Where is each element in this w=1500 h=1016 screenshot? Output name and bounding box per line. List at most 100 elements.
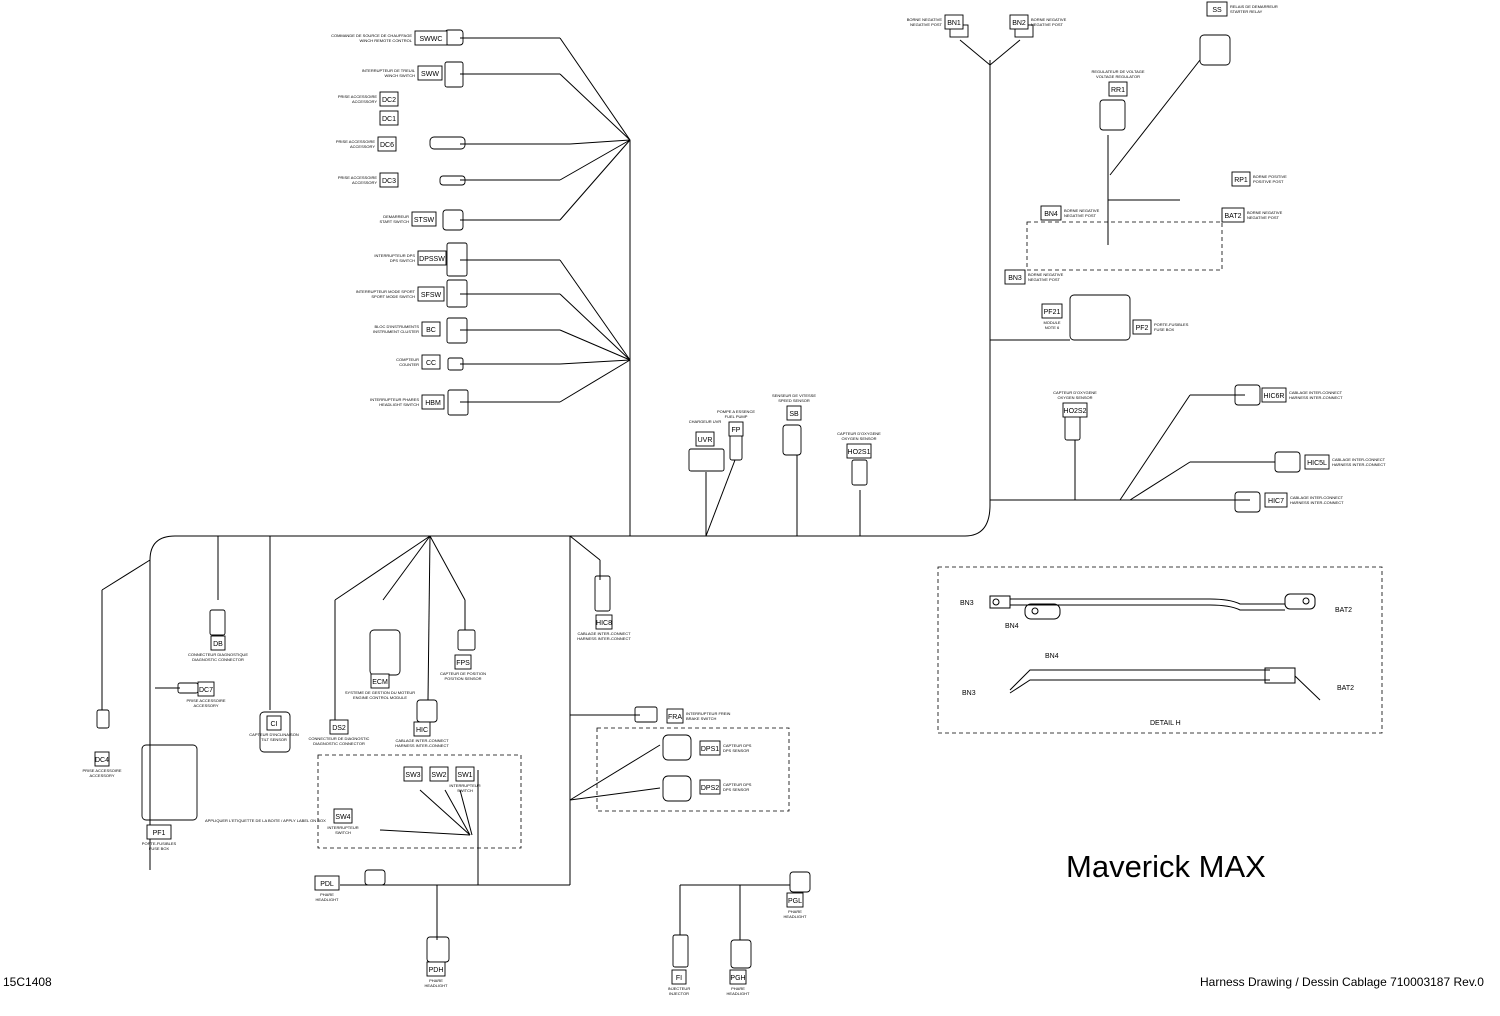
connector-label-dc4-0: PRISE ACCESSOIRE <box>82 768 121 773</box>
connector-label-ss-0: RELAIS DE DEMARREUR <box>1230 4 1278 9</box>
connector-box-pf2 <box>1132 319 1152 335</box>
connector-label-fi-0: INJECTEUR <box>668 986 691 991</box>
detail-label-bn4-bottom: BN4 <box>1045 653 1059 660</box>
connector-box-pdh <box>426 961 446 977</box>
connector-label-bn1-0: BORNE NEGATIVE <box>907 17 943 22</box>
connector-label-sww-1: WINCH SWITCH <box>385 73 416 78</box>
connector-label-cc-1: COUNTER <box>399 362 419 367</box>
connector-code-pdh: PDH <box>429 967 444 974</box>
model-title: Maverick MAX <box>1066 849 1266 884</box>
connector-box-sww <box>417 65 443 81</box>
connector-label-hic7-0: CABLAGE INTER-CONNECT <box>1290 495 1344 500</box>
connector-code-sfsw: SFSW <box>421 292 442 299</box>
connector-label-dps2-0: CAPTEUR DPS <box>723 782 752 787</box>
connector-box-dc1 <box>379 110 399 126</box>
connector-label-bc-1: INSTRUMENT CLUSTER <box>373 329 419 334</box>
connector-label-swwc-1: WINCH REMOTE CONTROL <box>360 38 413 43</box>
connector-label-dps1-0: CAPTEUR DPS <box>723 743 752 748</box>
connector-label-sww-0: INTERRUPTEUR DE TREUIL <box>362 68 416 73</box>
connector-label-pgh-1: HEADLIGHT <box>727 991 750 996</box>
connector-label-bn2-1: NEGATIVE POST <box>1031 22 1063 27</box>
connector-box-uvr <box>695 431 715 447</box>
connector-code-dc2: DC2 <box>382 97 396 104</box>
connector-label-sw4-1: SWITCH <box>335 830 351 835</box>
connector-label-dps1-1: DPS SENSOR <box>723 748 749 753</box>
connector-label-pf21-1: NOTE 6 <box>1045 325 1060 330</box>
connector-code-dc4: DC4 <box>95 757 109 764</box>
connector-box-sw4 <box>333 808 353 824</box>
connector-label-rp1-0: BORNE POSITIVE <box>1253 174 1287 179</box>
connector-label-pf1-1: FUSE BOX <box>149 846 170 851</box>
connector-box-bc <box>421 321 441 337</box>
connector-label-pf1-0: PORTE-FUSIBLES <box>142 841 177 846</box>
connector-label-hic8-1: HARNESS INTER-CONNECT <box>577 636 631 641</box>
connector-label-rr1-0: REGULATEUR DE VOLTAGE <box>1091 69 1144 74</box>
connector-label-uvr-0: CHARGEUR UVR <box>689 419 722 424</box>
connector-label-pgl-0: PHARE <box>788 909 802 914</box>
connector-label-hic8-0: CABLAGE INTER-CONNECT <box>577 631 631 636</box>
connector-label-pdh-0: PHARE <box>429 978 443 983</box>
connector-label-dc6-0: PRISE ACCESSOIRE <box>336 139 375 144</box>
connector-code-boxes: SWWCSWWDC2DC1DC6DC3STSWDPSSWSFSWBCCCHBMB… <box>94 1 1330 985</box>
connector-label-ho2s1-1: OXYGEN SENSOR <box>841 436 876 441</box>
connector-label-dc3-0: PRISE ACCESSOIRE <box>338 175 377 180</box>
connector-code-sb: SB <box>789 411 799 418</box>
connector-box-sb <box>786 405 802 421</box>
connector-box-sfsw <box>417 286 445 302</box>
connector-label-hic5l-1: HARNESS INTER-CONNECT <box>1332 462 1386 467</box>
connector-label-pf21-0: MODULE <box>1043 320 1060 325</box>
connector-label-fp-1: FUEL PUMP <box>725 414 748 419</box>
connector-label-pgh-0: PHARE <box>731 986 745 991</box>
connector-label-ho2s2-1: OXYGEN SENSOR <box>1057 395 1092 400</box>
connector-label-sw1-0: INTERRUPTEUR <box>449 783 480 788</box>
connector-box-bn1 <box>944 14 964 30</box>
connector-label-hic6r-0: CABLAGE INTER-CONNECT <box>1289 390 1343 395</box>
connector-code-hic7: HIC7 <box>1268 498 1284 505</box>
connector-label-pdh-1: HEADLIGHT <box>425 983 448 988</box>
connector-code-fps: FPS <box>456 660 470 667</box>
connector-box-hic8 <box>595 614 613 630</box>
connector-code-ecm: ECM <box>372 679 388 686</box>
connector-label-sfsw-1: SPORT MODE SWITCH <box>371 294 415 299</box>
connector-label-ecm-0: SYSTEME DE GESTION DU MOTEUR <box>345 690 415 695</box>
connector-code-bc: BC <box>426 327 436 334</box>
connector-label-hic-0: CABLAGE INTER-CONNECT <box>395 738 449 743</box>
connector-code-dps1: DPS1 <box>701 746 719 753</box>
drawing-reference: Harness Drawing / Dessin Cablage 7100031… <box>1200 975 1484 989</box>
connector-box-ci <box>266 715 282 731</box>
connector-code-bat2: BAT2 <box>1225 213 1242 220</box>
connector-label-ho2s2-0: CAPTEUR D'OXYGENE <box>1053 390 1097 395</box>
connector-code-dc7: DC7 <box>199 687 213 694</box>
fuse-box-note: APPLIQUER L'ETIQUETTE DE LA BOITE / APPL… <box>205 818 326 823</box>
connector-label-bn1-1: NEGATIVE POST <box>910 22 942 27</box>
connector-box-sw1 <box>455 766 475 782</box>
connector-box-dc7 <box>197 681 215 697</box>
connector-label-ci-1: TILT SENSOR <box>261 737 287 742</box>
detail-h: BN3 BN4 BAT2 BN4 BN3 BAT2 DETAIL H <box>937 566 1383 734</box>
connector-box-fps <box>454 654 472 670</box>
connector-box-ho2s2 <box>1062 402 1088 418</box>
connector-code-fp: FP <box>732 427 741 434</box>
detail-label-bn3-top: BN3 <box>960 600 974 607</box>
connector-box-pgh <box>729 969 747 985</box>
connector-code-ho2s1: HO2S1 <box>848 449 871 456</box>
connector-code-swwc: SWWC <box>420 36 443 43</box>
detail-title: DETAIL H <box>1150 720 1181 727</box>
detail-label-bn3-bottom: BN3 <box>962 690 976 697</box>
connector-box-dps2 <box>699 779 721 795</box>
connector-box-bat2 <box>1221 207 1245 223</box>
connector-label-bn2-0: BORNE NEGATIVE <box>1031 17 1067 22</box>
connector-label-dc4-1: ACCESSORY <box>89 773 114 778</box>
connector-box-rp1 <box>1231 171 1251 187</box>
connector-code-sw4: SW4 <box>335 814 350 821</box>
detail-label-bat2-top: BAT2 <box>1335 607 1352 614</box>
connector-code-hbm: HBM <box>425 400 441 407</box>
connector-label-dc2-1: ACCESSORY <box>352 99 377 104</box>
connector-code-pf21: PF21 <box>1044 309 1061 316</box>
connector-label-db-1: DIAGNOSTIC CONNECTOR <box>192 657 244 662</box>
connector-label-bat2-1: NEGATIVE POST <box>1247 215 1279 220</box>
connector-code-bn2: BN2 <box>1012 20 1026 27</box>
connector-code-ds2: DS2 <box>332 725 346 732</box>
connector-box-sw3 <box>403 766 423 782</box>
